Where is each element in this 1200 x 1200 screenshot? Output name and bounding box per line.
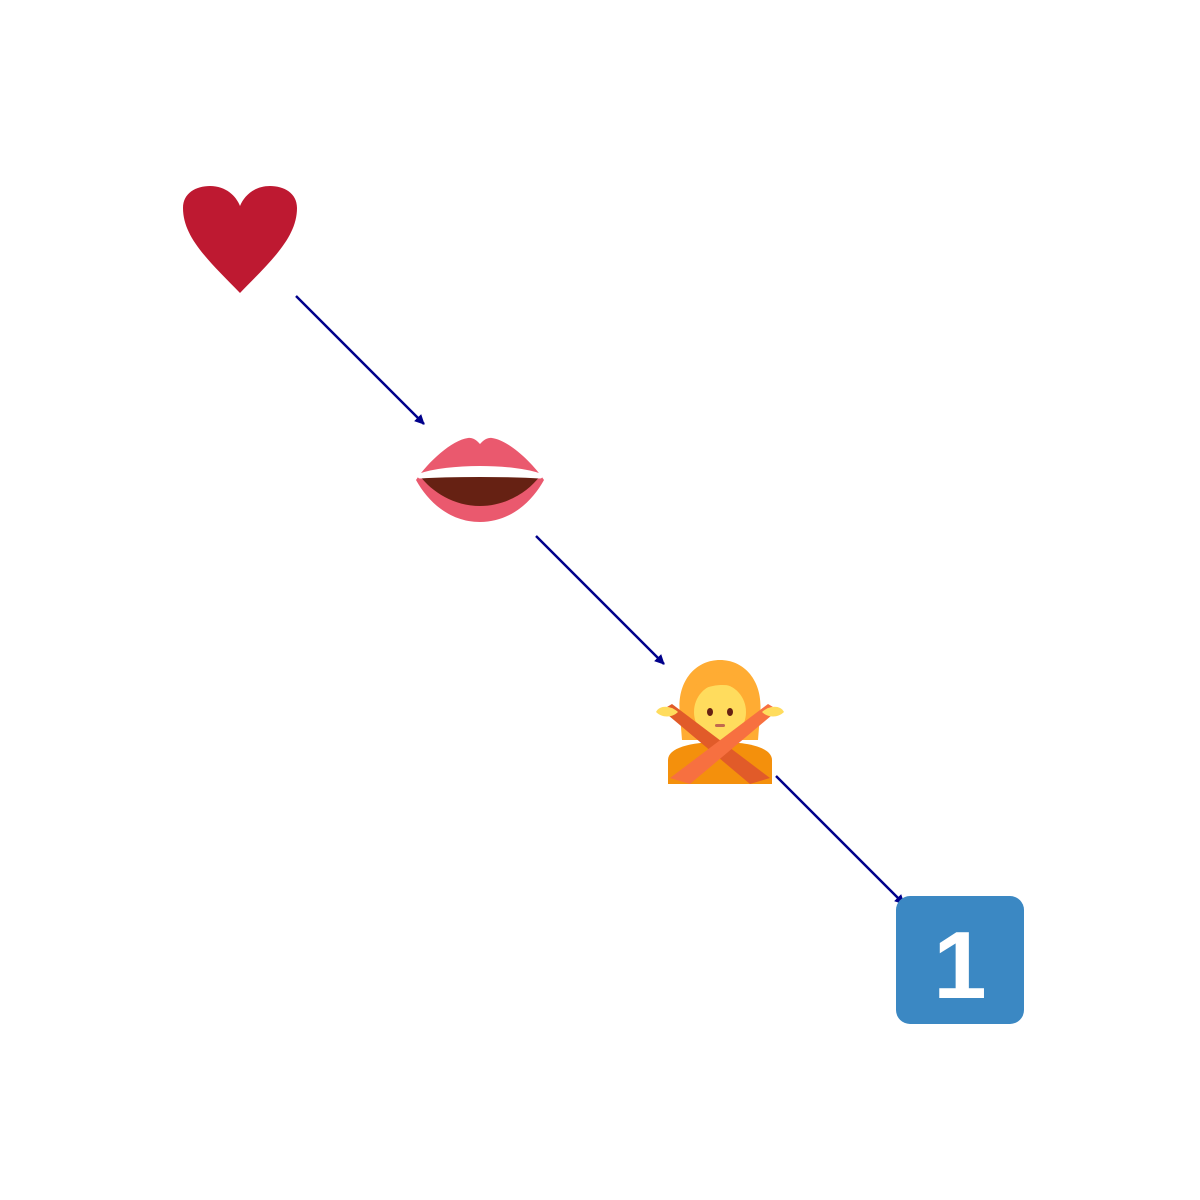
- keycap-one-icon: 1: [896, 896, 1024, 1024]
- arrow-person-to-keycap: [775, 775, 905, 905]
- person-gesturing-no-icon: [656, 660, 784, 784]
- arrow-heart-to-mouth: [295, 295, 425, 425]
- keycap-label: 1: [933, 912, 986, 1019]
- arrow-mouth-to-person: [535, 535, 665, 665]
- mouth-icon: [416, 437, 544, 522]
- red-heart-icon: [183, 186, 297, 293]
